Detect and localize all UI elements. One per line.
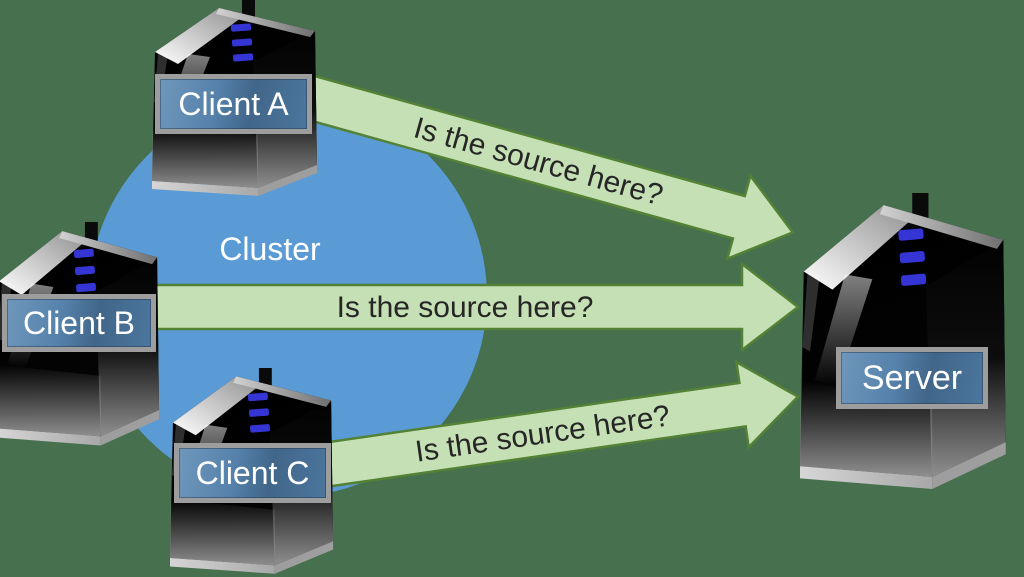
client-b-label: Client B [22,305,136,341]
client-c-label-plate: Client C [174,443,331,503]
client-a-label-plate: Client A [155,74,312,134]
arrow-bottom-label: Is the source here? [413,399,672,468]
server-label-plate: Server [836,347,988,409]
arrow-middle-label: Is the source here? [337,291,594,324]
arrow-client-c-to-server: Is the source here? [305,359,800,491]
arrow-shape [305,359,800,491]
server-tower [800,193,1006,489]
arrow-shape [148,261,801,353]
cluster-label: Cluster [219,231,321,267]
client-a-label: Client A [178,86,289,122]
client-b-label-plate: Client B [2,294,156,352]
arrow-shape [282,69,795,261]
client-c-label: Client C [195,455,310,491]
server-label: Server [861,359,963,397]
arrow-client-b-to-server: Is the source here? [148,261,801,353]
